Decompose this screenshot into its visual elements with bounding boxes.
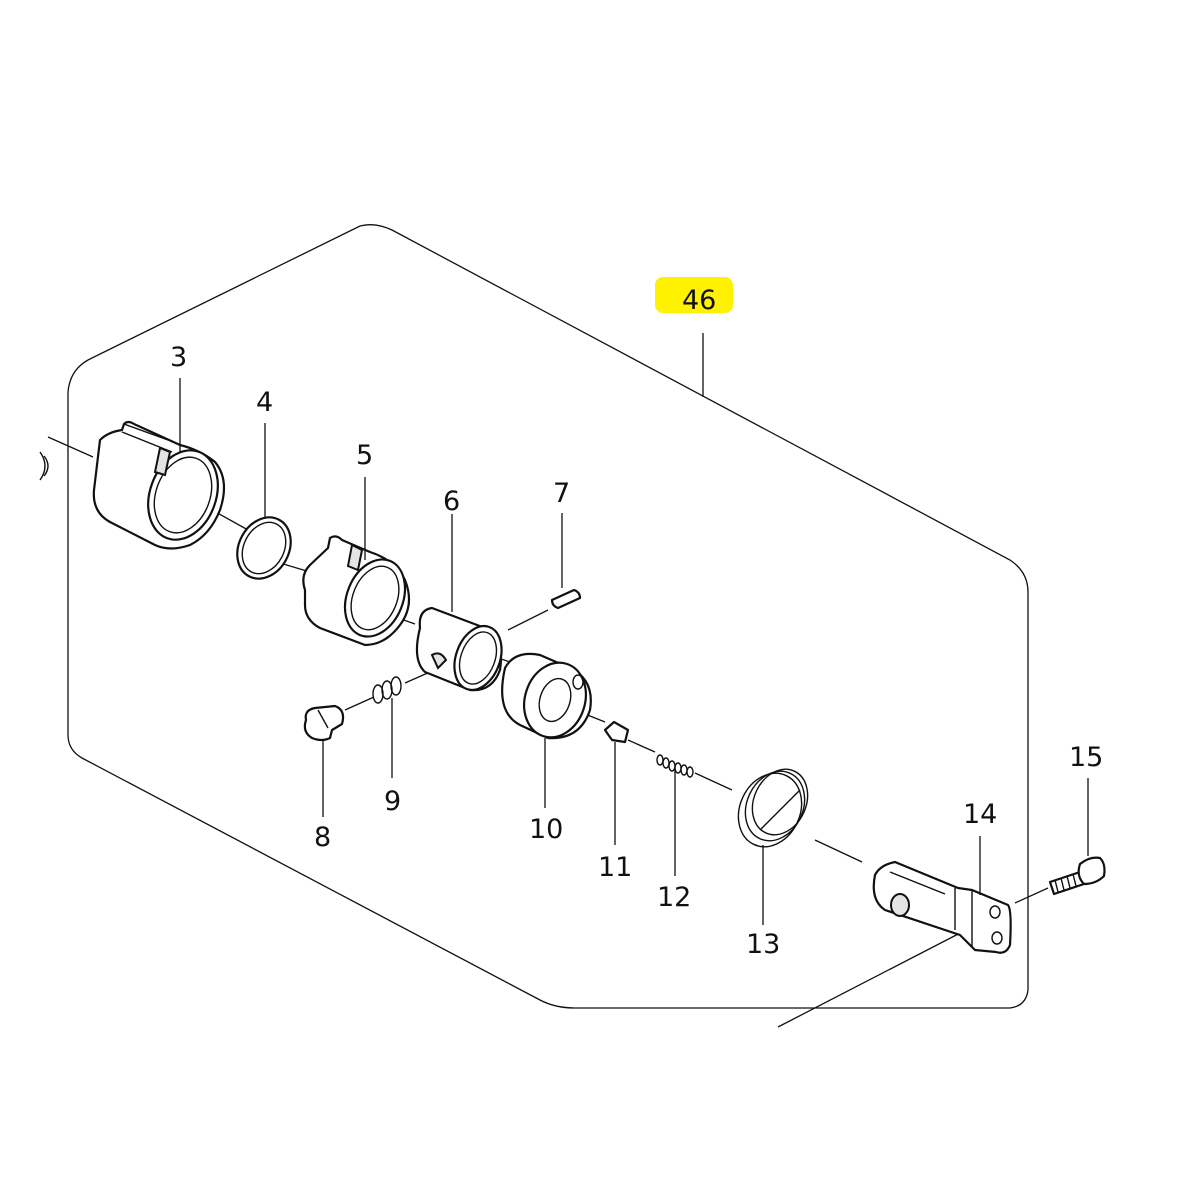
- coil-spring-icon: [372, 676, 402, 704]
- axis-12-13: [694, 772, 733, 791]
- housing-bracket-icon: [872, 860, 1012, 954]
- washer-ring-icon: [501, 652, 592, 740]
- highlight-46: [655, 277, 733, 313]
- torsion-spring-icon: [737, 768, 809, 848]
- callout-14: 14: [963, 799, 997, 830]
- axis-9-6: [404, 671, 431, 684]
- front-cap-icon: [92, 420, 226, 550]
- inner-sleeve-icon: [302, 535, 411, 647]
- small-block-icon: [603, 720, 630, 744]
- callout-10: 10: [529, 814, 563, 845]
- callout-7: 7: [553, 478, 570, 509]
- cap-screw-icon: [1048, 856, 1106, 896]
- axis-8-9: [344, 696, 375, 711]
- axis-6-7: [507, 609, 549, 631]
- pin-icon: [550, 588, 582, 610]
- assembly-boundary: [67, 224, 1029, 1009]
- callout-8: 8: [314, 822, 331, 853]
- callout-5: 5: [356, 440, 373, 471]
- callout-13: 13: [746, 929, 780, 960]
- callout-6: 6: [443, 486, 460, 517]
- axis-13-14: [814, 839, 863, 863]
- callout-12: 12: [657, 882, 691, 913]
- callout-46: 46: [682, 285, 716, 316]
- cylinder-sleeve-icon: [415, 606, 503, 692]
- axis-line-left: [47, 436, 94, 458]
- callout-4: 4: [256, 387, 273, 418]
- compression-spring-icon: [656, 754, 694, 778]
- callout-3: 3: [170, 342, 187, 373]
- callout-9: 9: [384, 786, 401, 817]
- callout-15: 15: [1069, 742, 1103, 773]
- partial-part-left: [39, 451, 49, 481]
- callout-11: 11: [598, 852, 632, 883]
- axis-14-15: [1014, 887, 1049, 904]
- axis-11-12: [627, 739, 656, 753]
- plug-screw-icon: [303, 704, 345, 742]
- retaining-ring-icon: [236, 516, 292, 580]
